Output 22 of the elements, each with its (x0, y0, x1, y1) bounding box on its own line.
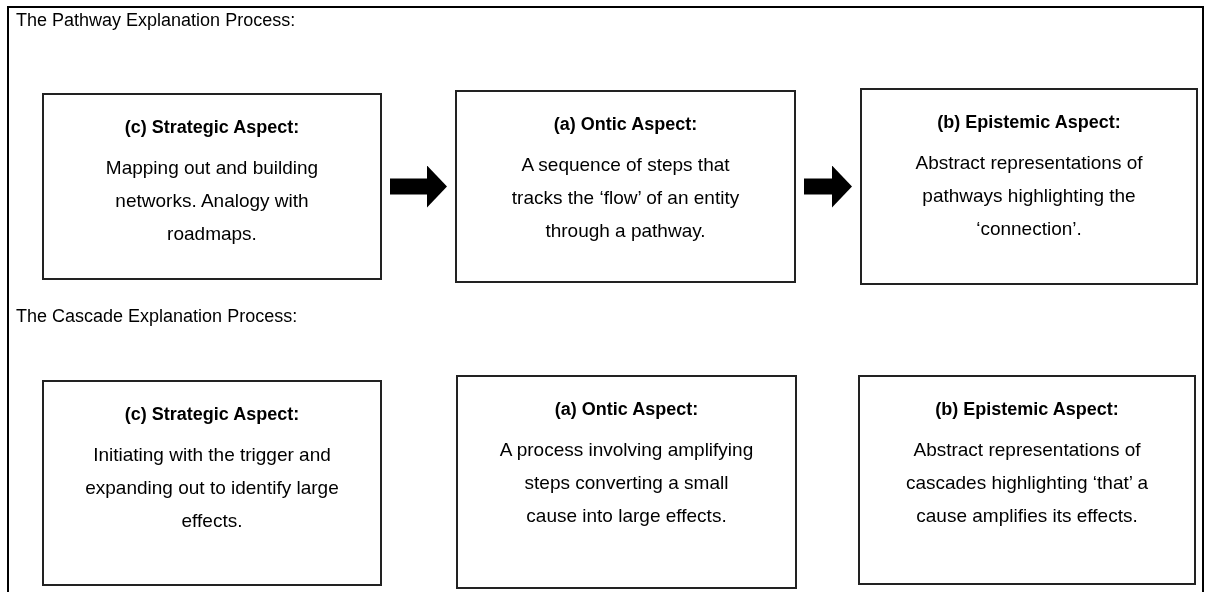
aspect-description: Mapping out and building networks. Analogy with roadmaps. (104, 156, 320, 246)
aspect-description: Abstract representations of cascades highlighting ‘that’ a cause amplifies its effects. (904, 438, 1150, 528)
aspect-description: Abstract representations of pathways highlighting the ‘connection’. (914, 151, 1144, 241)
block-arrow (804, 165, 852, 208)
aspect-heading: (b) Epistemic Aspect: (935, 398, 1119, 421)
aspect-description: Initiating with the trigger and expanding out to identify large effects. (84, 443, 340, 533)
aspect-box (42, 93, 382, 280)
aspect-heading: (c) Strategic Aspect: (124, 116, 300, 139)
aspect-box (858, 375, 1196, 585)
aspect-box (456, 375, 797, 589)
aspect-heading: (b) Epistemic Aspect: (937, 111, 1121, 134)
aspect-box (455, 90, 796, 283)
aspect-heading: (a) Ontic Aspect: (554, 398, 699, 421)
block-arrow (390, 165, 447, 208)
aspect-heading: (a) Ontic Aspect: (553, 113, 698, 136)
aspect-description: A process involving amplifying steps converting a small cause into large effects. (498, 438, 755, 528)
aspect-heading: (c) Strategic Aspect: (124, 403, 300, 426)
aspect-box (42, 380, 382, 586)
aspect-box (860, 88, 1198, 285)
section-heading: The Cascade Explanation Process: (16, 305, 298, 328)
aspect-description: A sequence of steps that tracks the ‘flow’ of an entity through a pathway. (510, 153, 741, 243)
section-heading: The Pathway Explanation Process: (16, 9, 296, 32)
